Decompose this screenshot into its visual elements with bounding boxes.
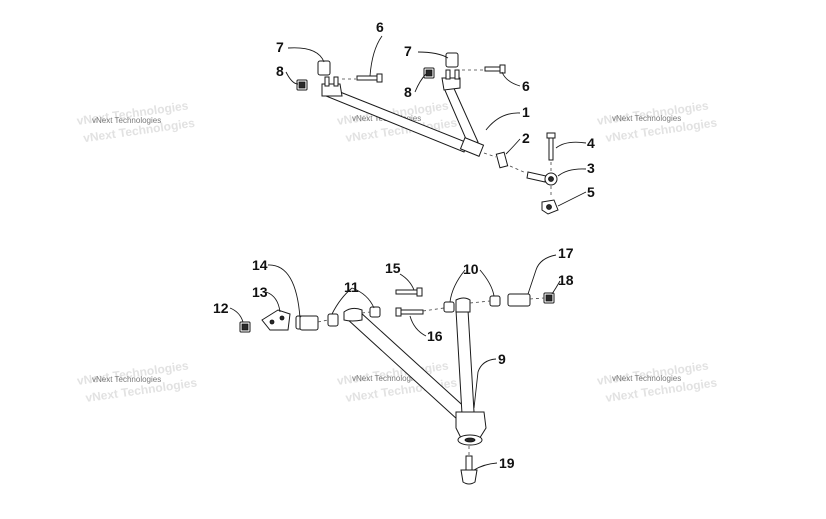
callout-7-right: 7 <box>404 43 412 59</box>
watermark-text-4: vNext Technologies <box>92 375 161 384</box>
nut-part-18 <box>529 292 555 304</box>
upper-assembly <box>296 52 559 215</box>
bolt-part-16 <box>395 307 445 317</box>
arm-part-1 <box>321 69 485 157</box>
callout-2: 2 <box>522 130 530 146</box>
callout-14: 14 <box>252 257 268 273</box>
bolt-part-6-left <box>342 73 383 83</box>
callout-5: 5 <box>587 184 595 200</box>
callout-13: 13 <box>252 284 268 300</box>
ball-joint-part-19 <box>460 446 478 485</box>
watermark-text-6: vNext Technologies <box>612 374 681 383</box>
callout-17: 17 <box>558 245 574 261</box>
callout-7-left: 7 <box>276 39 284 55</box>
mount-plate-part-13 <box>261 309 291 331</box>
spacer-part-11 <box>299 306 381 331</box>
callout-18: 18 <box>558 272 574 288</box>
callout-11: 11 <box>344 279 359 295</box>
callout-8-left: 8 <box>276 63 284 79</box>
callout-3: 3 <box>587 160 595 176</box>
bolt-part-4 <box>546 132 556 172</box>
leader-lines <box>229 35 587 471</box>
rod-end-part-3 <box>509 165 558 186</box>
callout-15: 15 <box>385 260 401 276</box>
bolt-part-15 <box>395 287 423 297</box>
callout-labels: 6 7 8 7 8 6 1 2 4 3 5 14 13 12 11 15 10 … <box>213 19 595 471</box>
callout-6-left: 6 <box>376 19 384 35</box>
callout-6-right: 6 <box>522 78 530 94</box>
bolt-part-6-right <box>462 64 506 74</box>
lower-assembly <box>239 287 555 485</box>
callout-8-right: 8 <box>404 84 412 100</box>
nut-part-8-left <box>296 79 308 91</box>
watermark-text-1: vNext Technologies <box>92 116 161 125</box>
sleeve-part-17 <box>507 293 531 307</box>
callout-1: 1 <box>522 104 530 120</box>
nut-part-5 <box>541 186 559 215</box>
nut-part-12 <box>239 321 251 333</box>
callout-12: 12 <box>213 300 229 316</box>
callout-9: 9 <box>498 351 506 367</box>
callout-19: 19 <box>499 455 515 471</box>
nut-part-8-right <box>423 67 435 79</box>
watermark-text-3: vNext Technologies <box>612 114 681 123</box>
a-arm-part-9 <box>343 297 487 446</box>
sleeve-part-2 <box>495 151 509 169</box>
callout-10: 10 <box>463 261 479 277</box>
callout-4: 4 <box>587 135 595 151</box>
bushing-part-7-right <box>445 52 459 68</box>
watermark-text-5: vNext Technologies <box>352 374 421 383</box>
bushing-part-10 <box>443 295 501 313</box>
callout-16: 16 <box>427 328 443 344</box>
bushing-part-7-left <box>317 60 331 76</box>
